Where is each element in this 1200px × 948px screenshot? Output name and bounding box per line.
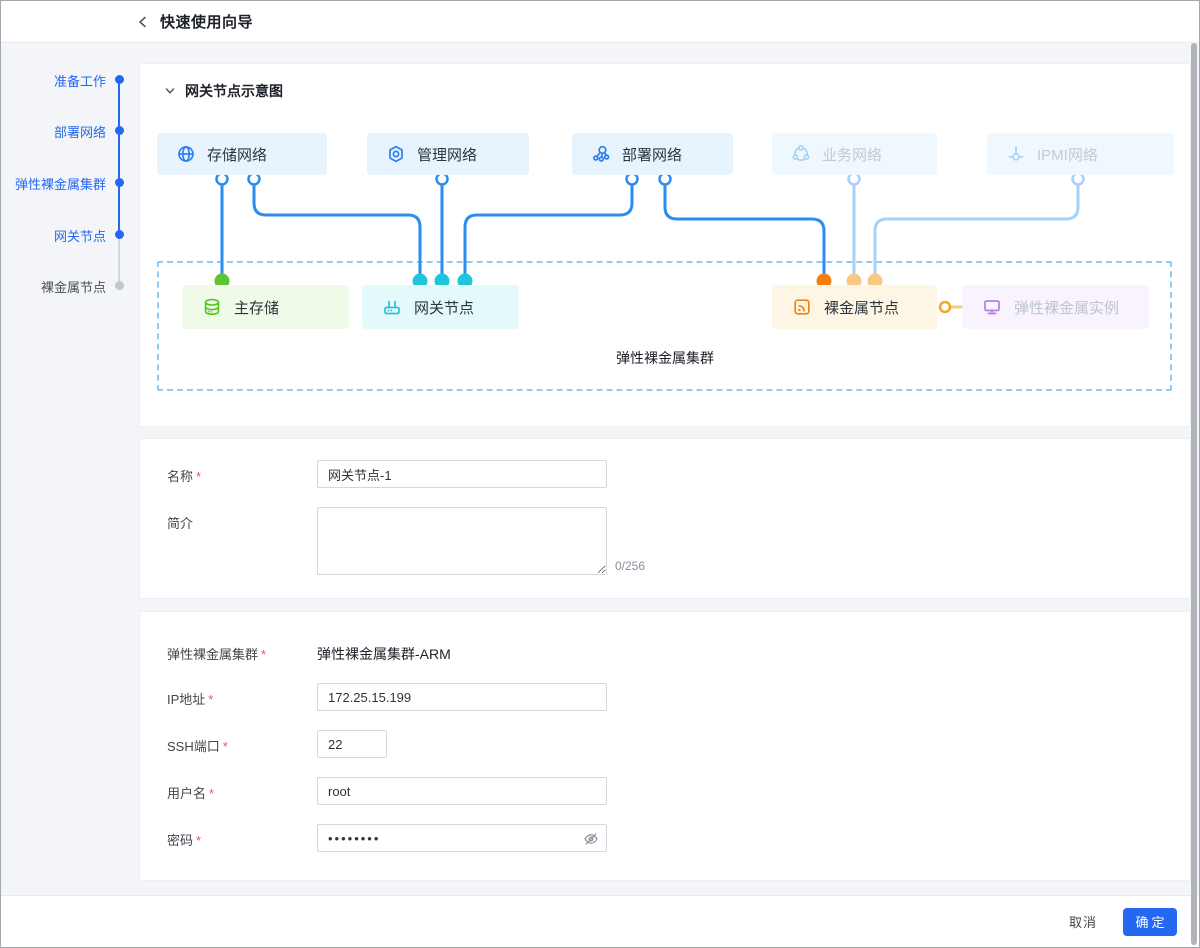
username-row: 用户名* <box>167 777 1190 805</box>
ip-input[interactable] <box>317 683 607 711</box>
required-mark: * <box>209 786 215 801</box>
node-label: 主存储 <box>234 299 280 317</box>
ssh-port-input[interactable] <box>317 730 387 758</box>
chip-label: IPMI网络 <box>1037 146 1098 164</box>
required-mark: * <box>222 739 228 754</box>
chip-ipmi-network: IPMI网络 <box>987 133 1174 175</box>
page-title: 快速使用向导 <box>160 14 254 31</box>
step-dot <box>114 281 124 290</box>
diagram-section-toggle[interactable]: 网关节点示意图 <box>164 81 283 101</box>
wizard-header: 快速使用向导 <box>1 1 1199 43</box>
wizard-main: 网关节点示意图 <box>139 43 1191 881</box>
cluster-form-card: 弹性裸金属集群* 弹性裸金属集群-ARM IP地址* SSH端口* 用户名* 密… <box>139 611 1191 881</box>
ip-row: IP地址* <box>167 683 1190 711</box>
required-mark: * <box>261 647 267 662</box>
cluster-label: 弹性裸金属集群 <box>616 350 714 366</box>
chevron-down-icon <box>165 88 175 94</box>
name-label: 名称* <box>167 469 202 484</box>
password-field <box>317 824 607 852</box>
back-button[interactable] <box>136 15 150 29</box>
password-input[interactable] <box>317 824 607 852</box>
sidebar-step-gateway-node[interactable]: 网关节点 <box>1 225 139 244</box>
node-baremetal: 裸金属节点 <box>772 285 937 329</box>
node-main-storage: 主存储 <box>182 285 349 329</box>
node-gateway: 网关节点 <box>362 285 519 329</box>
password-label: 密码* <box>167 833 202 848</box>
basic-form-card: 名称* 简介 0/256 <box>139 438 1191 599</box>
chip-label: 业务网络 <box>822 146 883 164</box>
step-dot <box>114 75 124 84</box>
chevron-left-icon <box>139 16 146 27</box>
chip-storage-network: 存储网络 <box>157 133 327 175</box>
chip-label: 管理网络 <box>417 146 478 164</box>
gear-icon <box>386 144 406 164</box>
chip-label: 存储网络 <box>207 146 268 164</box>
sidebar-step-prepare[interactable]: 准备工作 <box>1 70 139 89</box>
node-label: 弹性裸金属实例 <box>1014 299 1120 317</box>
step-dot <box>114 178 124 187</box>
cluster-row: 弹性裸金属集群* 弹性裸金属集群-ARM <box>167 638 1190 664</box>
database-icon <box>202 297 222 317</box>
node-label: 裸金属节点 <box>824 299 900 317</box>
stepper-line-pending <box>118 235 120 286</box>
ip-label: IP地址* <box>167 692 214 707</box>
monitor-icon <box>982 297 1002 317</box>
confirm-button[interactable]: 确定 <box>1123 907 1177 936</box>
cancel-button[interactable]: 取消 <box>1069 912 1097 931</box>
intro-textarea[interactable] <box>317 507 607 575</box>
name-row: 名称* <box>167 460 1190 488</box>
section-title: 网关节点示意图 <box>185 83 283 99</box>
node-label: 网关节点 <box>414 299 475 317</box>
intro-label: 简介 <box>167 516 194 531</box>
baremetal-icon <box>792 297 812 317</box>
diagram-card: 网关节点示意图 <box>139 63 1191 427</box>
ipmi-icon <box>1006 144 1026 164</box>
required-mark: * <box>208 692 214 707</box>
char-counter: 0/256 <box>615 559 646 573</box>
ssh-port-row: SSH端口* <box>167 730 1190 758</box>
wizard-body: 准备工作 部署网络 弹性裸金属集群 网关节点 裸金属节点 网关节点示意图 <box>1 43 1199 895</box>
chip-management-network: 管理网络 <box>367 133 529 175</box>
cluster-field-label: 弹性裸金属集群* <box>167 647 267 662</box>
password-row: 密码* <box>167 824 1190 852</box>
node-elastic-instance: 弹性裸金属实例 <box>962 285 1149 329</box>
name-input[interactable] <box>317 460 607 488</box>
sidebar-step-deploy-network[interactable]: 部署网络 <box>1 121 139 140</box>
globe-icon <box>176 144 196 164</box>
router-icon <box>382 297 402 317</box>
chip-deploy-network: 部署网络 <box>572 133 733 175</box>
business-network-icon <box>791 144 811 164</box>
step-nav: 准备工作 部署网络 弹性裸金属集群 网关节点 裸金属节点 <box>1 43 139 895</box>
username-input[interactable] <box>317 777 607 805</box>
intro-row: 简介 0/256 <box>167 507 1190 575</box>
wizard-footer: 取消 确定 <box>1 895 1199 947</box>
step-dot <box>114 230 124 239</box>
required-mark: * <box>196 469 202 484</box>
sidebar-step-baremetal-node[interactable]: 裸金属节点 <box>1 276 139 295</box>
scrollbar[interactable] <box>1191 43 1197 945</box>
required-mark: * <box>196 833 202 848</box>
eye-off-icon[interactable] <box>583 831 599 847</box>
stepper-line-active <box>118 79 120 235</box>
username-label: 用户名* <box>167 786 215 801</box>
step-dot <box>114 126 124 135</box>
chip-label: 部署网络 <box>622 146 683 164</box>
sidebar-step-cluster[interactable]: 弹性裸金属集群 <box>1 173 139 192</box>
cluster-value: 弹性裸金属集群-ARM <box>317 646 451 662</box>
chip-business-network: 业务网络 <box>772 133 937 175</box>
deploy-network-icon <box>591 144 611 164</box>
ssh-port-label: SSH端口* <box>167 739 228 754</box>
